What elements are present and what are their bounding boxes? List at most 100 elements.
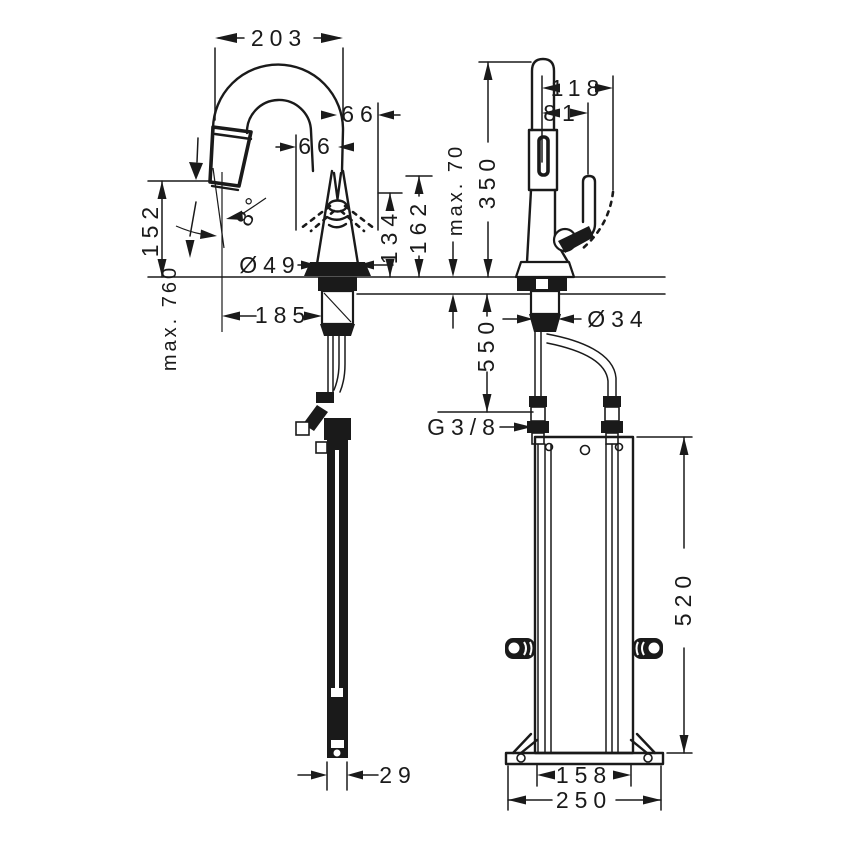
clip-hole — [648, 642, 660, 654]
arrow-left — [508, 795, 526, 805]
connector-body — [530, 406, 546, 422]
flange-hole-right — [643, 753, 653, 763]
flange-hole-left — [516, 753, 526, 763]
arrow-at-reach — [280, 142, 296, 152]
box-hole-center — [579, 444, 591, 456]
clip-spring-marks — [523, 641, 533, 656]
spray-face-curve-1 — [325, 214, 350, 221]
dim-label: 162 — [405, 198, 431, 254]
arrow-left — [226, 210, 243, 220]
arrow-right — [200, 229, 217, 239]
arrow-right — [304, 311, 322, 321]
dim-spray-offset-185: 185 — [222, 302, 322, 328]
arrow-up — [157, 181, 167, 199]
leader-left — [175, 225, 202, 235]
nozzle-inner-cone — [332, 171, 343, 201]
spray-dash-right-outer — [343, 204, 377, 231]
supply-hose-inner — [546, 342, 609, 399]
flange-slot — [536, 279, 548, 289]
handle-lever — [552, 174, 615, 253]
supply-tube-left — [534, 331, 542, 399]
spray-head-block — [527, 128, 559, 192]
dim-spray-reach-right-66: 66 — [321, 101, 401, 231]
dim-label: 118 — [551, 75, 606, 101]
dim-box-height-520: 520 — [636, 436, 696, 754]
arrow-right-in — [558, 314, 574, 324]
dim-label: 550 — [473, 316, 499, 372]
arrow-right — [643, 795, 661, 805]
arrow-left — [215, 33, 237, 43]
elbow-fitting-end — [295, 421, 310, 436]
dim-label: 66 — [341, 101, 379, 127]
body-front-edge — [525, 188, 533, 264]
g38-connector-right — [601, 396, 623, 445]
arrow-up — [483, 62, 493, 80]
countertop — [147, 276, 666, 295]
dim-flange-width-250: 250 — [507, 765, 662, 813]
side-view: 118 81 350 max. 70 Ø34 — [427, 57, 696, 813]
dim-label: 29 — [379, 762, 417, 788]
tube-side-tab — [315, 441, 328, 454]
dim-hose-pullout-max-760: max. 760 — [159, 137, 203, 371]
connector-nut-2 — [527, 421, 549, 433]
dim-hose-thread-g38: G3/8 — [427, 411, 534, 440]
arrow-left-in — [517, 314, 533, 324]
connector-body — [604, 406, 620, 422]
spout-inner-curve — [245, 98, 315, 173]
dim-label: 81 — [543, 100, 581, 126]
spout-bar — [530, 57, 556, 132]
thread-label: G3/8 — [427, 414, 501, 440]
dim-outlet-height-134: 134 — [376, 192, 403, 278]
dim-outlet-height-max-162: 162 — [405, 175, 433, 278]
dim-label: 250 — [556, 787, 612, 813]
elbow-fitting-top — [316, 392, 334, 403]
hose-union-stack — [324, 418, 351, 440]
dim-spout-width-203: 203 — [214, 25, 344, 121]
arrow-up — [482, 294, 492, 312]
dim-label: max. 70 — [445, 144, 467, 236]
arrow-up — [448, 294, 458, 312]
base-flange — [504, 732, 665, 766]
side-escutcheon — [514, 260, 576, 279]
tube-end-cap — [333, 749, 341, 757]
box-hole-right — [614, 442, 624, 452]
arrow-right-in — [358, 260, 374, 270]
tube-inner-hose-line — [335, 450, 339, 688]
supply-hose-outer — [546, 333, 617, 399]
shank-body-side — [529, 289, 561, 316]
spray-face-curve-2 — [327, 222, 348, 229]
pullout-hose-guide-tube — [315, 440, 348, 758]
arrow-up — [679, 437, 689, 455]
handle-alt-position-dashed — [580, 190, 615, 251]
arrow-left — [542, 108, 560, 118]
spray-head-slot — [537, 135, 550, 177]
shank-collar-side — [529, 314, 561, 332]
clip-spring-marks — [635, 641, 645, 656]
g38-connector-left — [527, 396, 549, 445]
front-spout-arc — [211, 63, 345, 173]
hose-pair-right — [333, 335, 346, 393]
front-escutcheon — [304, 262, 371, 276]
tube-inner-fitting — [331, 688, 343, 697]
clip-hole — [508, 642, 520, 654]
dim-label: 185 — [255, 302, 311, 328]
arrow-right — [570, 108, 588, 118]
arrow-down — [185, 240, 195, 258]
arrow-down — [482, 394, 492, 412]
dim-handle-reach-118: 118 — [541, 75, 614, 191]
tube-end-fitting — [331, 740, 344, 748]
shank-diagonal — [323, 292, 352, 323]
leader-line-2 — [189, 201, 197, 237]
arrow-at-reach — [378, 110, 394, 120]
arrow-at-axis — [321, 110, 337, 120]
front-view: 203 66 66 152 max. 760 — [137, 25, 433, 791]
arrow-up — [385, 193, 395, 211]
foot-brace-left — [511, 732, 539, 755]
side-undercounter-shank — [517, 277, 623, 445]
connector-nut — [603, 396, 621, 407]
arrow-right — [595, 83, 613, 93]
leader-line — [196, 137, 199, 163]
